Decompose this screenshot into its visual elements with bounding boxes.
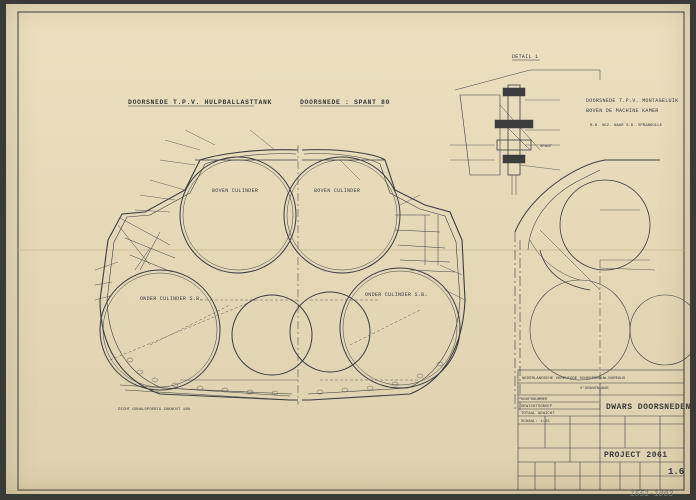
montage-subtitle: B.B. GEZ. NAAR S.B. SPRANKOLLE [590, 124, 663, 128]
row-label-3: TOTAAL GEWICHT [521, 412, 555, 416]
right-lower-cylinder-label: ONDER CULINDER S.B. [365, 292, 428, 298]
right-section [283, 149, 466, 401]
project-number: PROJECT 2061 [604, 451, 668, 460]
bottom-note: DICHT GOHALSPOERIG ZAKHOUT 16% [118, 408, 191, 412]
detail-1 [450, 69, 601, 195]
sheet-number: 1.6 [668, 467, 684, 477]
left-lower-cylinder [99, 269, 221, 391]
row-label-1: HOOFDNUMMER [521, 398, 548, 402]
drawing-sheet [6, 4, 690, 494]
right-lower-cylinder [339, 267, 461, 389]
row-label-2: GEWICHTSGROEP [521, 405, 553, 409]
detail-shaft [507, 84, 521, 176]
montage-title-1: DOORSNEDE T.P.V. MONTAGELUIK [586, 98, 678, 104]
title-block [517, 369, 685, 491]
org-line-1: NEDERLANDSCHE VERENIGDE SCHEEPSBOUW-BURE… [522, 377, 626, 381]
right-small-cylinder [289, 291, 371, 373]
org-line-2: S'GRAVENHAGE [580, 386, 609, 391]
right-view-title: DOORSNEDE : SPANT 80 [300, 99, 390, 106]
left-upper-cylinder [179, 156, 297, 274]
montage-title-2: BOVEN DE MACHINE KAMER [586, 108, 659, 114]
archive-stamp: 1551-1003 [630, 490, 673, 499]
montage-section [514, 159, 696, 410]
left-view-title: DOORSNEDE T.P.V. HULPBALLASTTANK [128, 99, 272, 106]
right-hull-outline [301, 149, 466, 401]
left-section [94, 129, 313, 405]
scale-label: SCHAAL: 1:25 [521, 420, 550, 424]
montage-cylinder-upper [559, 179, 651, 271]
left-lower-cylinder-label: ONDER CULINDER S.B. [140, 296, 203, 302]
drawing-border [17, 11, 685, 491]
drawing-title: DWARS DOORSNEDEN [606, 403, 691, 412]
detail-spant-label: SPANT [540, 145, 553, 149]
left-upper-cylinder-label: BOVEN CULINDER [212, 188, 258, 194]
detail-title: DETAIL 1 [512, 54, 538, 60]
left-small-cylinder [231, 294, 313, 376]
right-upper-cylinder-label: BOVEN CULINDER [314, 188, 360, 194]
